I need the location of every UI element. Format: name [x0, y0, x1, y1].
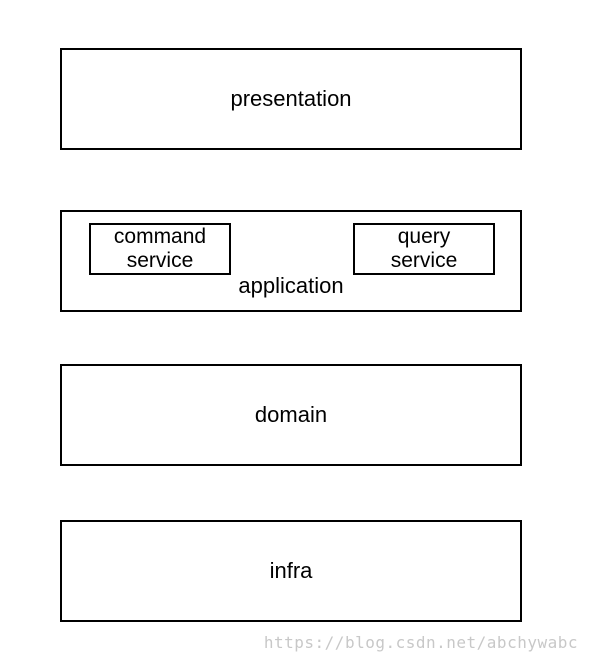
domain-layer-box: domain — [60, 364, 522, 466]
command-service-line2: service — [126, 249, 194, 272]
query-service-box: query service — [353, 223, 495, 275]
watermark-url: https://blog.csdn.net/abchywabc — [263, 633, 578, 652]
query-service-line2: service — [390, 249, 458, 272]
domain-layer-label: domain — [254, 402, 328, 427]
application-layer-box: command service query service applicatio… — [60, 210, 522, 312]
command-service-line1: command — [113, 225, 207, 248]
infra-layer-box: infra — [60, 520, 522, 622]
presentation-layer-box: presentation — [60, 48, 522, 150]
application-layer-label: application — [238, 273, 344, 298]
infra-layer-label: infra — [269, 558, 313, 583]
presentation-layer-label: presentation — [230, 86, 352, 111]
query-service-line1: query — [397, 225, 451, 248]
command-service-box: command service — [89, 223, 231, 275]
